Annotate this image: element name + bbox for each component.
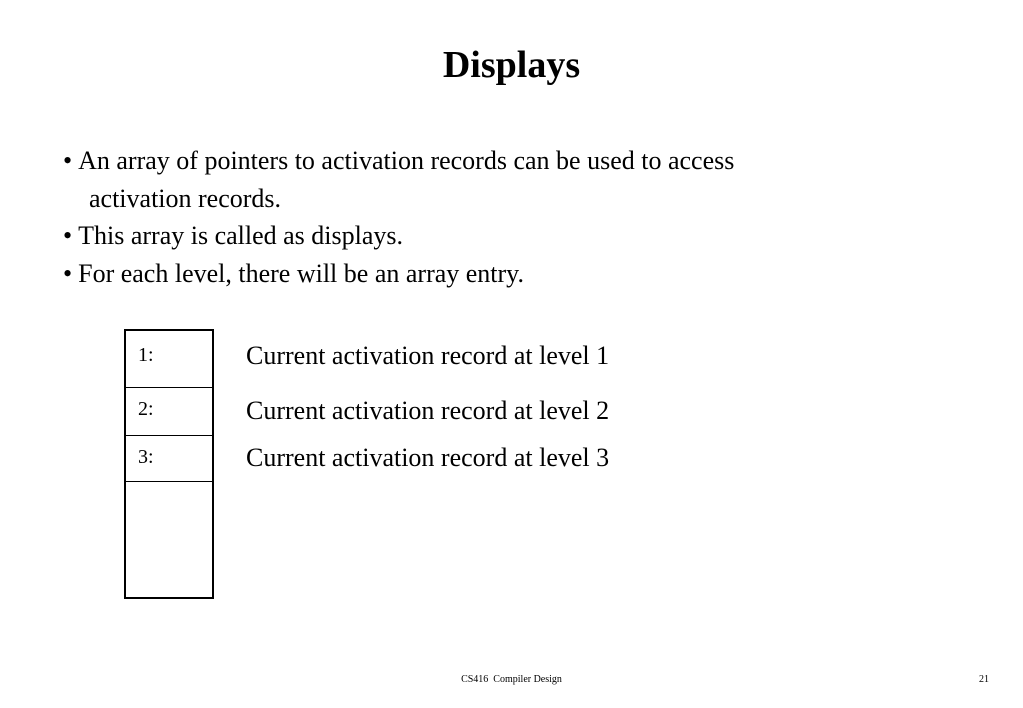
slide-title: Displays	[442, 44, 581, 86]
display-cell-level-1: 1:	[126, 331, 212, 388]
display-cell-level-2: 2:	[126, 388, 212, 436]
display-cell-level-3: 3:	[126, 436, 212, 482]
footer-page-number: 21	[979, 674, 989, 685]
bullet-mark: •	[63, 221, 73, 250]
record-label-level-3: Current activation record at level 3	[246, 443, 610, 472]
bullet-item: •For each level, there will be an array …	[63, 255, 734, 293]
bullet-text: An array of pointers to activation recor…	[78, 146, 735, 175]
cell-label: 2:	[138, 398, 154, 420]
bullet-text: For each level, there will be an array e…	[78, 258, 524, 288]
bullet-list: •An array of pointers to activation reco…	[63, 142, 734, 292]
bullet-text: This array is called as displays.	[78, 221, 404, 250]
bullet-mark: •	[63, 146, 73, 175]
cell-label: 3:	[138, 446, 154, 468]
display-array: 1: 2: 3:	[124, 329, 214, 599]
record-label-level-2: Current activation record at level 2	[246, 396, 610, 425]
footer-course-name: CS416 Compiler Design	[461, 674, 562, 685]
bullet-mark: •	[63, 258, 73, 288]
bullet-item: •An array of pointers to activation reco…	[63, 142, 734, 217]
display-cell-empty	[126, 482, 212, 597]
record-label-level-1: Current activation record at level 1	[246, 341, 610, 370]
bullet-item: •This array is called as displays.	[63, 217, 734, 255]
bullet-text-continuation: activation records.	[89, 183, 282, 213]
cell-label: 1:	[138, 344, 154, 366]
